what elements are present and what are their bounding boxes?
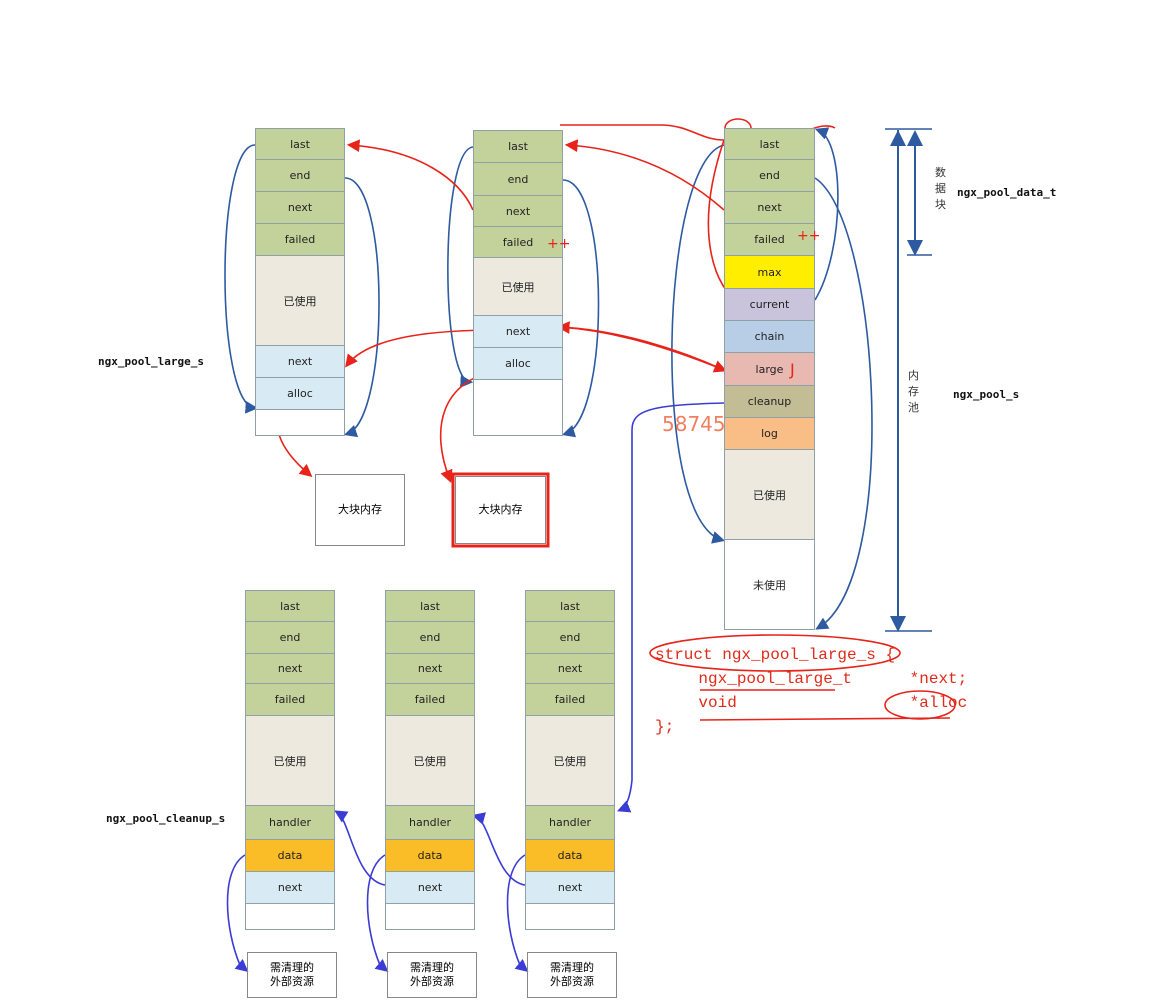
- label-large-s: ngx_pool_large_s: [98, 355, 204, 368]
- field-header-0: last: [245, 590, 335, 622]
- end-pointer-1: [343, 177, 380, 438]
- field-header-3: failed: [255, 224, 345, 256]
- field-header-2: next: [255, 192, 345, 224]
- field-link-5: next: [255, 346, 345, 378]
- field-used-4: 已使用: [245, 716, 335, 806]
- field-data-6: data: [385, 840, 475, 872]
- field-chain-6: chain: [724, 321, 815, 353]
- field-header-3: failed: [385, 684, 475, 716]
- field-header-1: end: [525, 622, 615, 654]
- external-resource-box-1: 需清理的 外部资源: [247, 952, 337, 998]
- last-pointer-2: [447, 146, 474, 388]
- field-header-2: next: [724, 192, 815, 224]
- field-current-5: current: [724, 289, 815, 321]
- field-header-5: handler: [385, 806, 475, 840]
- label-memory-pool: 内存池: [908, 369, 919, 414]
- annotation-large-mark: J: [790, 360, 795, 379]
- code-line-2: ngx_pool_large_t *next;: [660, 670, 968, 688]
- field-header-5: handler: [525, 806, 615, 840]
- field-link-7: next: [525, 872, 615, 904]
- label-data-t: ngx_pool_data_t: [957, 186, 1057, 199]
- field-used-4: 已使用: [255, 256, 345, 346]
- big-memory-label: 大块内存: [478, 503, 523, 516]
- field-empty-11: 未使用: [724, 540, 815, 630]
- code-line-1: struct ngx_pool_large_s {: [655, 646, 896, 664]
- field-header-0: last: [473, 130, 563, 163]
- field-used-4: 已使用: [525, 716, 615, 806]
- end-pointer-2: [561, 179, 600, 438]
- field-header-0: last: [385, 590, 475, 622]
- field-large-7: large: [724, 353, 815, 386]
- label-pool-s: ngx_pool_s: [953, 388, 1020, 401]
- big-memory-label: 大块内存: [338, 503, 382, 516]
- field-empty: [525, 904, 615, 930]
- current-pointer: [814, 127, 839, 301]
- field-empty: [255, 410, 345, 436]
- external-resource-box-3: 需清理的 外部资源: [527, 952, 617, 998]
- field-header-0: last: [724, 128, 815, 160]
- field-header-0: last: [255, 128, 345, 160]
- big-memory-box-1: 大块内存: [315, 474, 405, 546]
- cleanup-pointer: [617, 402, 725, 813]
- code-line-3: void *alloc: [660, 694, 968, 712]
- code-line-4: };: [655, 718, 675, 736]
- field-header-3: failed: [724, 224, 815, 256]
- field-header-2: next: [245, 654, 335, 684]
- field-header-3: failed: [245, 684, 335, 716]
- field-header-1: end: [255, 160, 345, 192]
- field-header-3: failed: [473, 227, 563, 258]
- field-header-5: handler: [245, 806, 335, 840]
- field-empty: [473, 380, 563, 436]
- annotation-failed-increment: ++: [797, 228, 821, 244]
- last-pointer-main: [671, 144, 726, 544]
- field-used-10: 已使用: [724, 450, 815, 540]
- field-header-0: last: [525, 590, 615, 622]
- field-used-4: 已使用: [385, 716, 475, 806]
- field-link-6: alloc: [473, 348, 563, 380]
- field-header-2: next: [525, 654, 615, 684]
- field-link-5: next: [473, 316, 563, 348]
- field-header-1: end: [245, 622, 335, 654]
- field-link-6: alloc: [255, 378, 345, 410]
- external-resource-box-2: 需清理的 外部资源: [387, 952, 477, 998]
- field-header-3: failed: [525, 684, 615, 716]
- field-link-7: next: [245, 872, 335, 904]
- field-log-9: log: [724, 418, 815, 450]
- field-link-7: next: [385, 872, 475, 904]
- field-header-1: end: [724, 160, 815, 192]
- annotation-failed-marks: ++: [547, 236, 571, 252]
- field-cleanup-8: cleanup: [724, 386, 815, 418]
- field-max-4: max: [724, 256, 815, 289]
- field-empty: [385, 904, 475, 930]
- field-header-2: next: [473, 196, 563, 227]
- label-cleanup-s: ngx_pool_cleanup_s: [106, 812, 226, 825]
- end-pointer-main: [814, 177, 873, 630]
- field-header-2: next: [385, 654, 475, 684]
- last-pointer-1: [224, 144, 259, 414]
- field-used-4: 已使用: [473, 258, 563, 316]
- field-data-6: data: [525, 840, 615, 872]
- field-empty: [245, 904, 335, 930]
- big-memory-box-2: 大块内存: [455, 476, 546, 544]
- field-header-1: end: [473, 163, 563, 196]
- field-header-1: end: [385, 622, 475, 654]
- field-data-6: data: [245, 840, 335, 872]
- watermark: 58745: [662, 412, 726, 436]
- label-data-block: 数据块: [935, 166, 946, 211]
